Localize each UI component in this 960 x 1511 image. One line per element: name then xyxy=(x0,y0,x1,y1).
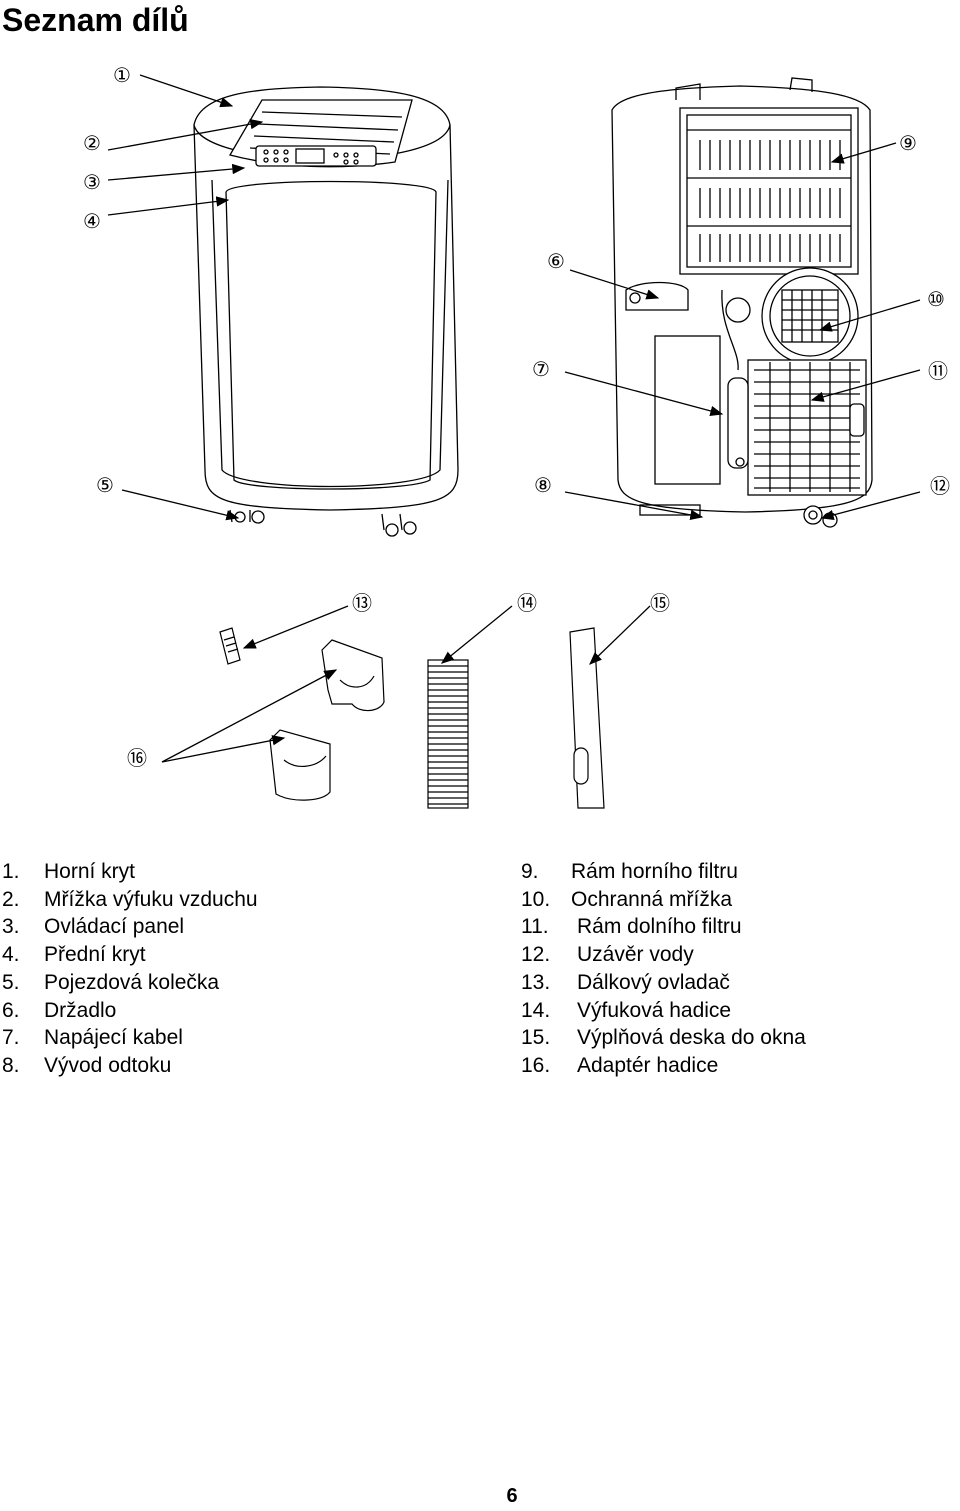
item-number: 13. xyxy=(521,970,551,994)
callout-13: ⑬ xyxy=(352,591,372,615)
item-label: Mřížka výfuku vzduchu xyxy=(44,887,258,911)
item-number: 16. xyxy=(521,1053,551,1077)
leader-lines xyxy=(107,74,921,763)
list-item: 12. Uzávěr vody xyxy=(521,941,806,969)
list-item: 9. Rám horního filtru xyxy=(521,858,806,886)
callout-5: ⑤ xyxy=(96,473,114,497)
list-item: 1. Horní kryt xyxy=(2,858,258,886)
callout-7: ⑦ xyxy=(532,357,550,381)
item-number: 6. xyxy=(2,998,20,1022)
list-item: 6. Držadlo xyxy=(2,997,258,1025)
item-label: Výfuková hadice xyxy=(577,998,732,1022)
parts-list-left: 1. Horní kryt 2. Mřížka výfuku vzduchu 3. O… xyxy=(2,858,258,1080)
item-number: 3. xyxy=(2,915,20,939)
page-number: 6 xyxy=(506,1485,518,1507)
item-number: 1. xyxy=(2,860,20,883)
item-label: Ovládací panel xyxy=(44,915,185,939)
callout-14: ⑭ xyxy=(517,591,537,615)
callout-4: ④ xyxy=(83,209,101,233)
list-item: 4. Přední kryt xyxy=(2,941,258,969)
item-number: 4. xyxy=(2,943,20,967)
list-item: 14. Výfuková hadice xyxy=(521,997,806,1025)
list-item: 15. Výplňová deska do okna xyxy=(521,1024,806,1052)
parts-diagram: ① ② ③ ④ ⑤ ⑥ ⑦ ⑧ ⑨ ⑩ ⑪ ⑫ ⑬ ⑭ ⑮ ⑯ xyxy=(83,63,950,809)
list-item: 11. Rám dolního filtru xyxy=(521,913,806,941)
item-number: 5. xyxy=(2,970,20,994)
item-number: 7. xyxy=(2,1026,20,1050)
callout-16: ⑯ xyxy=(127,746,147,770)
callout-15: ⑮ xyxy=(650,591,670,615)
callout-9: ⑨ xyxy=(899,131,917,155)
callout-10: ⑩ xyxy=(927,287,945,311)
list-item: 16. Adaptér hadice xyxy=(521,1052,806,1080)
list-item: 2. Mřížka výfuku vzduchu xyxy=(2,886,258,914)
list-item: 5. Pojezdová kolečka xyxy=(2,969,258,997)
item-label: Přední kryt xyxy=(44,943,146,967)
list-item: 8. Vývod odtoku xyxy=(2,1052,258,1080)
item-number: 15. xyxy=(521,1026,551,1050)
list-item: 13. Dálkový ovladač xyxy=(521,969,806,997)
callout-11: ⑪ xyxy=(928,359,948,383)
item-number: 11. xyxy=(521,915,549,939)
remote-control-drawing xyxy=(219,627,241,665)
hose-adapter-drawing xyxy=(269,639,385,801)
item-label: Pojezdová kolečka xyxy=(44,970,220,994)
callout-3: ③ xyxy=(83,170,101,194)
item-number: 2. xyxy=(2,887,20,911)
item-number: 9. xyxy=(521,860,539,883)
parts-list-right: 9.Rám horního filtru 10.Ochranná mřížka … xyxy=(521,858,806,1080)
callout-8: ⑧ xyxy=(534,473,552,497)
unit-back-view xyxy=(611,77,873,528)
item-label: Držadlo xyxy=(44,998,117,1022)
item-number: 10. xyxy=(521,887,551,911)
unit-front-view xyxy=(193,86,459,537)
list-item: 10. Ochranná mřížka xyxy=(521,886,806,914)
item-label: Výplňová deska do okna xyxy=(577,1026,806,1050)
item-number: 12. xyxy=(521,943,551,967)
callout-numbers: ① ② ③ ④ ⑤ ⑥ ⑦ ⑧ ⑨ ⑩ ⑪ ⑫ ⑬ ⑭ ⑮ ⑯ xyxy=(83,63,950,770)
item-label: Rám horního filtru xyxy=(571,860,738,883)
item-label: Uzávěr vody xyxy=(577,943,694,967)
item-number: 8. xyxy=(2,1053,20,1077)
callout-2: ② xyxy=(83,131,101,155)
page-title: Seznam dílů xyxy=(2,2,189,38)
item-number: 14. xyxy=(521,998,551,1022)
item-label: Rám dolního filtru xyxy=(577,915,742,939)
callout-1: ① xyxy=(113,63,131,87)
window-slider-drawing xyxy=(569,627,605,809)
callout-6: ⑥ xyxy=(547,249,565,273)
item-label: Napájecí kabel xyxy=(44,1026,183,1050)
list-item: 7. Napájecí kabel xyxy=(2,1024,258,1052)
list-item: 3. Ovládací panel xyxy=(2,913,258,941)
item-label: Dálkový ovladač xyxy=(577,970,730,994)
exhaust-hose-drawing xyxy=(427,659,469,809)
callout-12: ⑫ xyxy=(930,474,950,498)
item-label: Vývod odtoku xyxy=(44,1053,172,1077)
item-label: Adaptér hadice xyxy=(577,1053,719,1077)
item-label: Ochranná mřížka xyxy=(571,887,733,911)
item-label: Horní kryt xyxy=(44,860,136,883)
